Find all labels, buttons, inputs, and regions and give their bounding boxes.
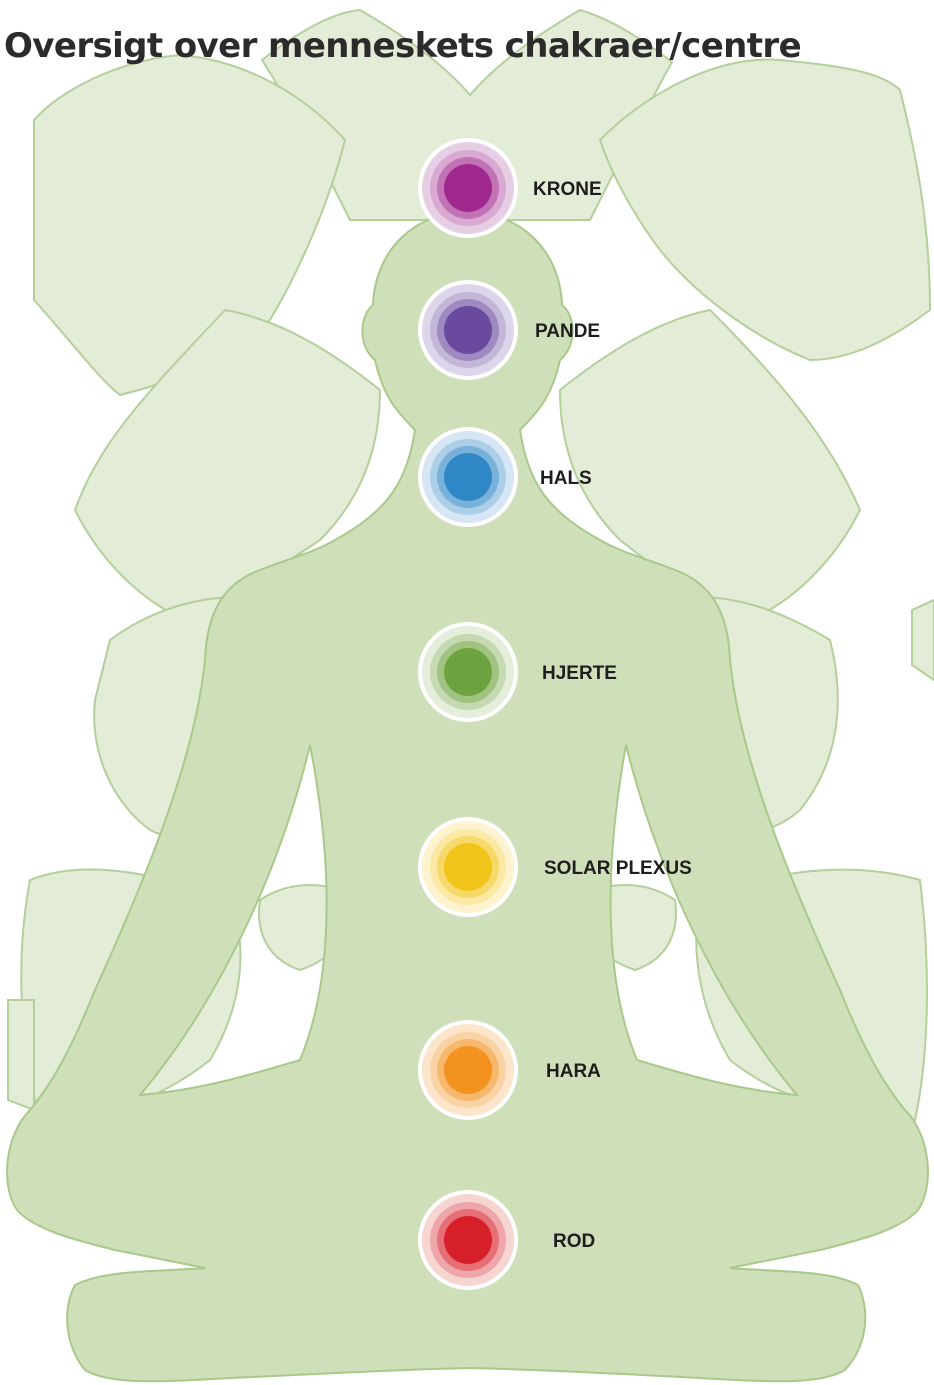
chakra-label: HARA [546,1061,601,1082]
chakra-label: HJERTE [542,663,617,684]
chakra-core [444,1216,492,1264]
chakra-core [444,164,492,212]
chakra-label: SOLAR PLEXUS [544,858,692,879]
chakra-core [444,306,492,354]
chakra-label: KRONE [533,179,602,200]
page-title: Oversigt over menneskets chakraer/centre [4,26,801,66]
chakra-core [444,648,492,696]
chakra-core [444,453,492,501]
chakra-label: PANDE [535,321,600,342]
chakra-core [444,843,492,891]
lotus-petal [912,600,934,680]
lotus-petal [600,60,930,360]
chakra-label: HALS [540,468,592,489]
lotus-petal [8,1000,34,1110]
chakra-label: ROD [553,1231,595,1252]
chakra-core [444,1046,492,1094]
